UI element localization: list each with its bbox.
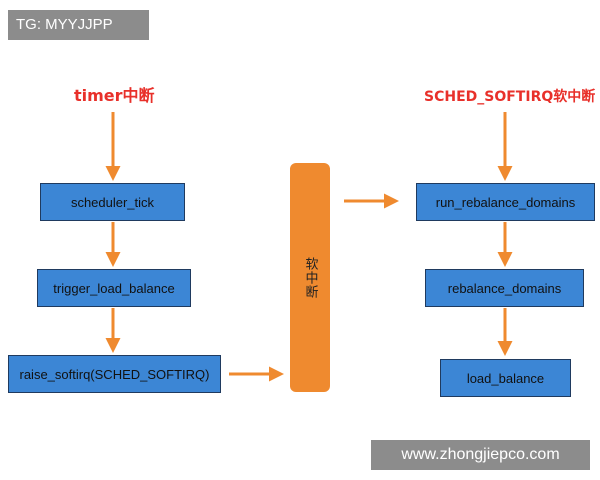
trigger-load-balance-box: trigger_load_balance — [37, 269, 191, 307]
watermark-bottom: www.zhongjiepco.com — [371, 440, 590, 470]
rebalance-domains-box: rebalance_domains — [425, 269, 584, 307]
load-balance-box: load_balance — [440, 359, 571, 397]
timer-interrupt-heading: timer中断 — [74, 86, 155, 105]
softirq-bar: 软中断 — [290, 163, 330, 392]
raise-softirq-box: raise_softirq(SCHED_SOFTIRQ) — [8, 355, 221, 393]
sched-softirq-heading: SCHED_SOFTIRQ软中断 — [424, 89, 596, 105]
scheduler-tick-box: scheduler_tick — [40, 183, 185, 221]
softirq-label: 软中断 — [302, 256, 318, 299]
run-rebalance-domains-box: run_rebalance_domains — [416, 183, 595, 221]
watermark-top: TG: MYYJJPP — [8, 10, 149, 40]
